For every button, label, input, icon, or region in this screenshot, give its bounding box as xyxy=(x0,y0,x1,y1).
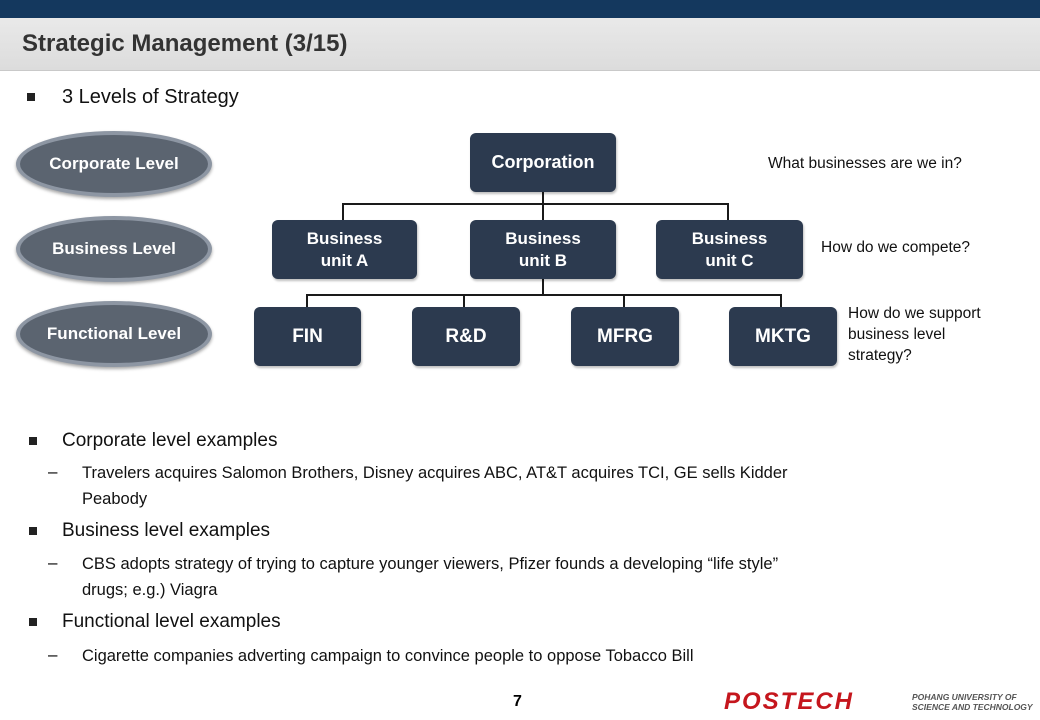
business-examples-heading: Business level examples xyxy=(62,520,271,541)
corporation-box: Corporation xyxy=(470,133,616,192)
functional-question-line1: How do we support xyxy=(848,305,981,322)
logo-subtitle-line1: POHANG UNIVERSITY OF xyxy=(912,692,1017,702)
postech-logo-subtitle: POHANG UNIVERSITY OF SCIENCE AND TECHNOL… xyxy=(912,692,1033,712)
dash-marker: – xyxy=(48,462,58,481)
title-bar xyxy=(0,18,1040,71)
business-unit-b-box: Business unit B xyxy=(470,220,616,279)
mktg-box: MKTG xyxy=(729,307,837,366)
business-level-pill: Business Level xyxy=(16,216,212,282)
connector-line xyxy=(727,203,729,220)
functional-question-line2: business level xyxy=(848,326,946,343)
connector-line xyxy=(306,294,782,296)
business-examples-text-line2: drugs; e.g.) Viagra xyxy=(82,581,218,599)
bullet-square-icon xyxy=(27,93,35,101)
fin-box: FIN xyxy=(254,307,361,366)
dash-marker: – xyxy=(48,645,58,664)
corporate-examples-heading: Corporate level examples xyxy=(62,430,278,451)
business-question: How do we compete? xyxy=(821,239,971,256)
connector-line xyxy=(780,294,782,307)
top-accent-bar xyxy=(0,0,1040,18)
postech-logo: POSTECH xyxy=(724,688,855,715)
corporate-level-pill: Corporate Level xyxy=(16,131,212,197)
functional-examples-heading: Functional level examples xyxy=(62,611,281,632)
connector-line xyxy=(306,294,308,307)
logo-subtitle-line2: SCIENCE AND TECHNOLOGY xyxy=(912,702,1033,712)
bullet-square-icon xyxy=(29,437,37,445)
business-unit-a-box: Business unit A xyxy=(272,220,417,279)
connector-line xyxy=(623,294,625,307)
connector-line xyxy=(542,279,544,295)
connector-line xyxy=(542,192,544,204)
corporate-question: What businesses are we in? xyxy=(768,155,962,172)
business-examples-text-line1: CBS adopts strategy of trying to capture… xyxy=(82,555,779,573)
bullet-square-icon xyxy=(29,527,37,535)
page-title: Strategic Management (3/15) xyxy=(22,30,348,57)
page-number: 7 xyxy=(513,693,522,710)
business-unit-c-box: Business unit C xyxy=(656,220,803,279)
connector-line xyxy=(463,294,465,307)
dash-marker: – xyxy=(48,553,58,572)
rd-box: R&D xyxy=(412,307,520,366)
bullet-square-icon xyxy=(29,618,37,626)
functional-examples-text-line1: Cigarette companies adverting campaign t… xyxy=(82,647,694,665)
mfrg-box: MFRG xyxy=(571,307,679,366)
functional-level-pill: Functional Level xyxy=(16,301,212,367)
functional-question-line3: strategy? xyxy=(848,347,912,364)
main-bullet-text: 3 Levels of Strategy xyxy=(62,86,239,108)
connector-line xyxy=(342,203,729,205)
connector-line xyxy=(342,203,344,220)
corporate-examples-text-line2: Peabody xyxy=(82,490,148,508)
connector-line xyxy=(542,203,544,220)
corporate-examples-text-line1: Travelers acquires Salomon Brothers, Dis… xyxy=(82,464,788,482)
